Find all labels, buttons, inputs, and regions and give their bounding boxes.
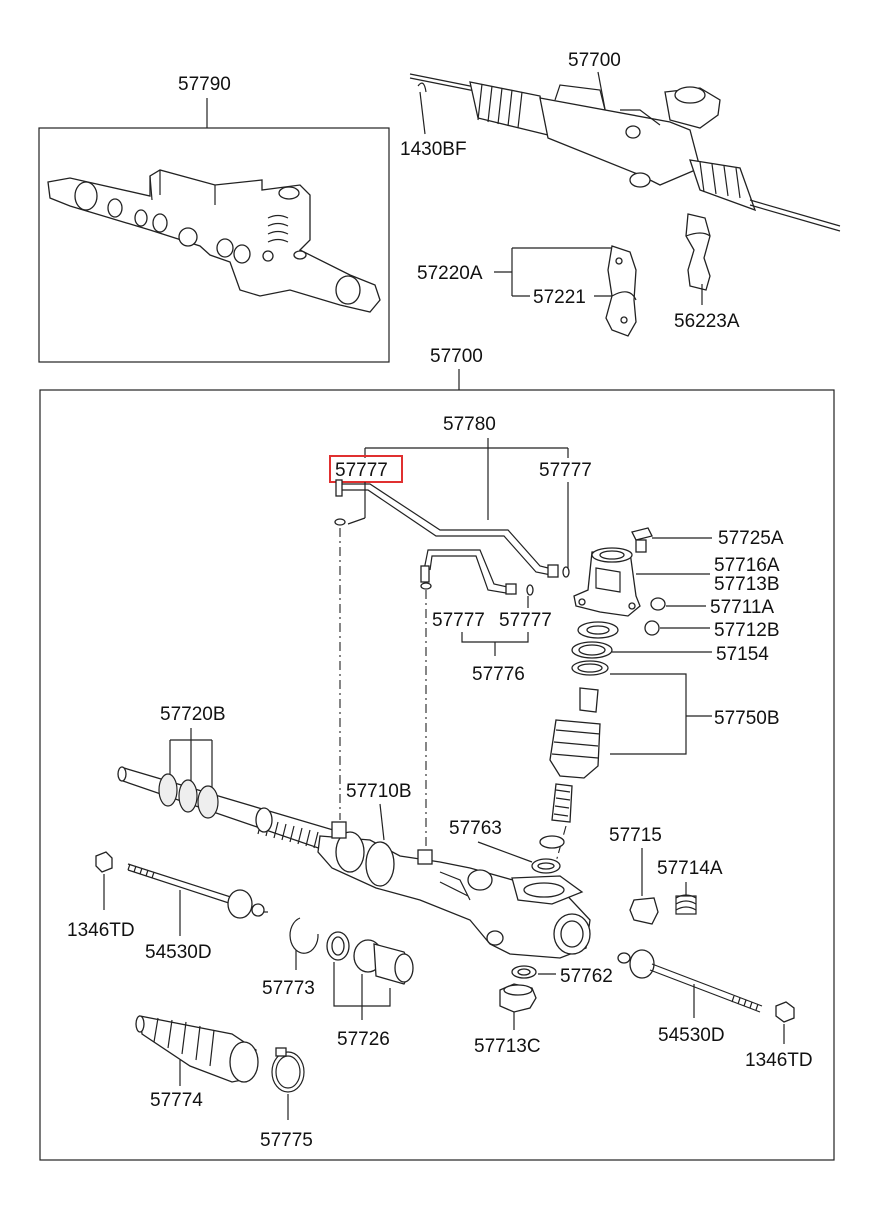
label-57712B: 57712B	[714, 620, 780, 641]
label-57750B: 57750B	[714, 708, 780, 729]
inset-frame-57790	[38, 127, 390, 363]
label-57777-right: 57777	[539, 460, 592, 481]
label-57762: 57762	[560, 966, 613, 987]
label-57725A: 57725A	[718, 528, 784, 549]
pinion-valve-57750B	[549, 660, 609, 823]
pressure-tube-upper	[334, 479, 570, 578]
label-1346TD-left: 1346TD	[67, 920, 135, 941]
rack-bar	[117, 766, 341, 853]
clamp-bracket-56223A	[685, 213, 711, 291]
label-1430BF: 1430BF	[400, 139, 467, 160]
label-54530D-left: 54530D	[145, 942, 212, 963]
inset-housing-illustration	[47, 169, 381, 313]
label-54530D-right: 54530D	[658, 1025, 725, 1046]
seal-under-housing	[577, 621, 619, 639]
yoke-57715	[629, 897, 659, 925]
label-57780: 57780	[443, 414, 496, 435]
gear-housing-57710B	[317, 821, 591, 959]
highlight-box-57777	[329, 455, 403, 483]
label-57763: 57763	[449, 818, 502, 839]
label-57716A: 57716A	[714, 555, 780, 576]
nut-1346TD-right	[775, 1001, 795, 1023]
seal-57762	[511, 965, 537, 979]
label-57220A: 57220A	[417, 263, 483, 284]
plug-57713C	[499, 983, 537, 1013]
label-57221: 57221	[533, 287, 586, 308]
label-57154: 57154	[716, 644, 769, 665]
boot-57774	[135, 1015, 259, 1083]
clamp-bracket-57221	[605, 245, 637, 337]
nut-57711A	[650, 597, 666, 611]
label-57700-top: 57700	[568, 50, 621, 71]
label-57726: 57726	[337, 1029, 390, 1050]
clamp-57775	[271, 1047, 305, 1093]
nut-1346TD-left	[95, 851, 113, 873]
main-frame-57700	[39, 389, 835, 1161]
label-57777-b: 57777	[499, 610, 552, 631]
plug-57712B	[644, 620, 660, 636]
seal-57763	[531, 835, 565, 874]
top-rack-assembly-illustration	[409, 73, 841, 232]
seals-57726	[326, 931, 414, 985]
label-57777-highlighted: 57777	[335, 460, 388, 481]
bushings-57720B	[158, 773, 273, 833]
label-57713B: 57713B	[714, 574, 780, 595]
label-57714A: 57714A	[657, 858, 723, 879]
label-57777-a: 57777	[432, 610, 485, 631]
label-57773: 57773	[262, 978, 315, 999]
label-57720B: 57720B	[160, 704, 226, 725]
label-56223A: 56223A	[674, 311, 740, 332]
label-57775: 57775	[260, 1130, 313, 1151]
bolt-57725A	[631, 527, 653, 553]
tie-rod-54530D-right	[617, 949, 763, 1013]
tie-rod-54530D-left	[127, 863, 268, 919]
label-57776: 57776	[472, 664, 525, 685]
label-57790: 57790	[178, 74, 231, 95]
label-57713C: 57713C	[474, 1036, 541, 1057]
label-57700-main: 57700	[430, 346, 483, 367]
spring-57714A	[675, 894, 697, 915]
label-57774: 57774	[150, 1090, 203, 1111]
pressure-tube-lower	[420, 549, 534, 596]
label-57715: 57715	[609, 825, 662, 846]
label-57711A: 57711A	[710, 597, 774, 618]
snap-ring-57773	[289, 917, 319, 954]
label-57710B: 57710B	[346, 781, 412, 802]
label-1346TD-right: 1346TD	[745, 1050, 813, 1071]
oil-seal-57154	[571, 641, 613, 659]
valve-housing-57716A	[573, 547, 641, 617]
